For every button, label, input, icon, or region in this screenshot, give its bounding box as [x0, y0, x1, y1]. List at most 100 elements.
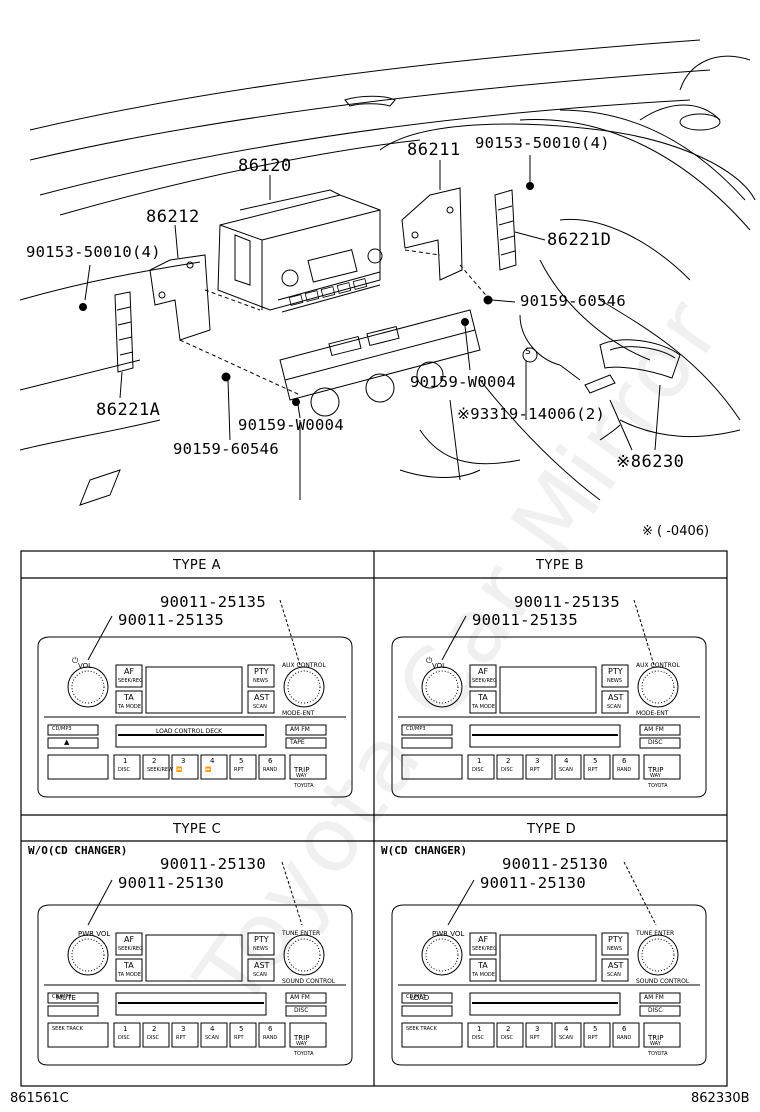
- s-mark: S: [525, 347, 531, 357]
- preset-6-label-b: 6: [622, 757, 627, 765]
- ast-sub-label-c: SCAN: [253, 972, 267, 978]
- small-logo-b: CD/MP3: [406, 726, 426, 732]
- preset-2-button-d: [496, 1022, 524, 1048]
- preset-2-sub-label-a: SEEK/REW: [147, 767, 174, 773]
- label-86120: 86120: [238, 156, 292, 176]
- right-knob-c: [283, 934, 325, 976]
- preset-2-label-c: 2: [152, 1025, 157, 1033]
- right-knob-ring-a: [287, 670, 321, 704]
- left-knob-label-a: VOL: [78, 662, 93, 670]
- preset-3-label-c: 3: [181, 1025, 186, 1033]
- af-button-a: [115, 664, 143, 688]
- preset-1-button-d: [467, 1022, 495, 1048]
- radio-bezel-d: [391, 904, 707, 1066]
- ta-sub-label-a: TA MODE: [118, 704, 141, 710]
- label-86221A: 86221A: [96, 400, 161, 420]
- disc-label-c: DISC: [294, 1007, 309, 1014]
- preset-4-label-a: 4: [210, 757, 215, 765]
- preset-4-sub-label-c: SCAN: [205, 1035, 219, 1041]
- right-knob-bottom-label-a: MODE-ENT: [282, 710, 315, 717]
- preset-1-sub-label-d: DISC: [472, 1035, 484, 1041]
- type-c-title: TYPE C: [173, 822, 222, 837]
- brand-label-c: TOYOTA: [294, 1051, 314, 1057]
- small-logo-c: CD/MP3: [52, 994, 72, 1000]
- left-knob-d: [421, 934, 463, 976]
- seek-label-d: SEEK TRACK: [406, 1026, 437, 1032]
- amfm-label-d: AM FM: [644, 994, 664, 1001]
- ast-button-a: [247, 690, 275, 714]
- preset-4-button-c: [200, 1022, 228, 1048]
- leader-line-4: [87, 879, 113, 926]
- preset-3-sub-label-d: RPT: [530, 1035, 540, 1041]
- preset-4-button-b: [554, 754, 582, 780]
- pty-button-a: [247, 664, 275, 688]
- ta-button-c: [115, 958, 143, 982]
- preset-4-button-a: [200, 754, 228, 780]
- disc-slot-c: [115, 992, 267, 1016]
- preset-2-button-a: [142, 754, 170, 780]
- trip-sub-label-a: WAY: [296, 773, 307, 779]
- ta-label-b: TA: [478, 693, 488, 702]
- seek-button-b: [401, 754, 463, 780]
- logo-area-d: [401, 992, 453, 1004]
- left-knob-label-b: VOL: [432, 662, 447, 670]
- trip-button-a: [289, 754, 327, 780]
- ast-button-b: [601, 690, 629, 714]
- preset-3-button-c: [171, 1022, 199, 1048]
- disc-label-b: DISC: [648, 739, 663, 746]
- preset-1-label-d: 1: [477, 1025, 482, 1033]
- pty-sub-label-c: NEWS: [253, 946, 269, 952]
- pty-button-b: [601, 664, 629, 688]
- footnote: ※ ( -0406): [642, 524, 710, 539]
- logo-area-c: [47, 992, 99, 1004]
- preset-5-label-d: 5: [593, 1025, 598, 1033]
- preset-4-sub-label-a: ⏩: [205, 767, 212, 773]
- type-d-pn-outer: 90011-25130: [502, 855, 608, 873]
- label-86211: 86211: [407, 140, 461, 160]
- preset-6-sub-label-a: RAND: [263, 767, 278, 773]
- pty-button-d: [601, 932, 629, 956]
- af-label-a: AF: [124, 667, 135, 676]
- left-knob-ring-a: [71, 670, 105, 704]
- label-90153-right: 90153-50010(4): [475, 134, 610, 152]
- ta-button-b: [469, 690, 497, 714]
- power-symbol-b: ⏻: [426, 656, 433, 665]
- af-label-b: AF: [478, 667, 489, 676]
- preset-5-button-a: [229, 754, 257, 780]
- preset-3-sub-label-b: RPT: [530, 767, 540, 773]
- trip-label-a: TRIP: [294, 766, 310, 774]
- preset-5-sub-label-b: RPT: [588, 767, 598, 773]
- right-knob-ring-b: [641, 670, 675, 704]
- type-c-subtitle: W/O(CD CHANGER): [28, 844, 128, 857]
- preset-3-button-b: [525, 754, 553, 780]
- af-button-d: [469, 932, 497, 956]
- type-a-pn-outer: 90011-25135: [160, 593, 266, 611]
- right-knob-top-label-b: AUX CONTROL: [636, 662, 680, 669]
- label-86212: 86212: [146, 207, 200, 227]
- disc-label-d: DISC: [648, 1007, 663, 1014]
- preset-1-button-c: [113, 1022, 141, 1048]
- preset-5-sub-label-a: RPT: [234, 767, 244, 773]
- preset-3-sub-label-a: ⏪: [176, 767, 183, 773]
- label-86221D: 86221D: [547, 230, 612, 250]
- left-knob-ring-d: [425, 938, 459, 972]
- ta-button-d: [469, 958, 497, 982]
- label-90159-60546-left: 90159-60546: [173, 440, 279, 458]
- seek-button-d: [401, 1022, 463, 1048]
- af-sub-label-a: SEEK/REG: [118, 678, 143, 684]
- preset-6-button-b: [612, 754, 640, 780]
- amfm-label-b: AM FM: [644, 726, 664, 733]
- pty-button-c: [247, 932, 275, 956]
- type-c-pn-outer: 90011-25130: [160, 855, 266, 873]
- trip-button-c: [289, 1022, 327, 1048]
- preset-3-label-b: 3: [535, 757, 540, 765]
- preset-1-label-a: 1: [123, 757, 128, 765]
- label-90159-60546-right: 90159-60546: [520, 292, 626, 310]
- slot-label-a: LOAD CONTROL DECK: [156, 728, 223, 735]
- label-90159-W0004-left: 90159-W0004: [238, 416, 344, 434]
- radio-bezel-c: [37, 904, 353, 1066]
- eject-button-c: [47, 1005, 99, 1017]
- label-90153-left: 90153-50010(4): [26, 243, 161, 261]
